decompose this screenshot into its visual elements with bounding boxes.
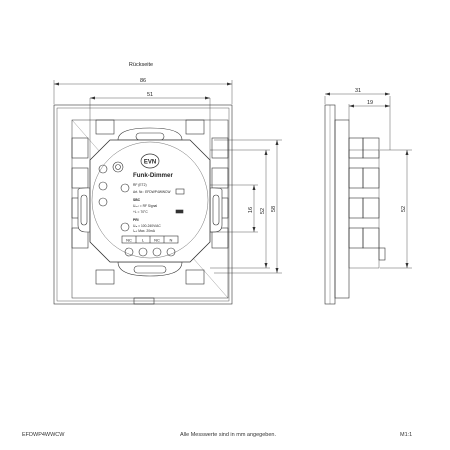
logo-text: EVN — [144, 160, 156, 166]
bottom-connector — [133, 297, 155, 305]
bracket-bottom-slot — [133, 265, 167, 274]
bracket-top-slot — [135, 132, 165, 141]
side-block-6 — [362, 167, 380, 189]
frame-inner — [56, 107, 230, 302]
module-line-1: RF (ET2) — [133, 183, 147, 187]
side-block-2 — [348, 167, 364, 189]
terminal-screw-1 — [124, 247, 134, 257]
screw-1 — [98, 164, 108, 174]
side-block-1 — [348, 137, 364, 159]
module-line-2: Art. Nr.: EFDWP4WWCW — [133, 190, 171, 194]
slot-left-1 — [71, 137, 89, 159]
slot-bottom-1 — [95, 269, 115, 285]
ear-right — [209, 187, 223, 233]
screw-3 — [98, 197, 108, 207]
logo-icon — [140, 153, 160, 169]
terminal-label-3: NC — [154, 238, 160, 243]
led-ring — [112, 161, 124, 173]
dim-side-52: 52 — [401, 206, 407, 212]
footer-note: Alle Messwerte sind in mm angegeben. — [180, 432, 276, 438]
ear-left-slot — [80, 194, 88, 226]
dim-51: 51 — [147, 92, 153, 98]
module-title: Funk-Dimmer — [133, 172, 173, 179]
side-plate — [334, 119, 350, 299]
side-arrowheads — [325, 92, 409, 268]
module-line-5: +L = 70°C — [133, 210, 148, 214]
dim-31: 31 — [355, 88, 361, 94]
arrowheads — [54, 82, 279, 273]
button-learn — [120, 183, 130, 193]
side-terminal — [378, 247, 386, 261]
slot-right-2 — [211, 167, 229, 189]
side-view — [324, 104, 386, 305]
module-line-6: PRI — [133, 218, 139, 222]
module-housing — [89, 139, 211, 263]
terminal-screw-4 — [166, 247, 176, 257]
slot-left-2 — [71, 167, 89, 189]
dim-86: 86 — [140, 78, 146, 84]
terminal-label-1: NC — [126, 238, 132, 243]
terminal-label-2: L — [142, 238, 145, 243]
symbol-bar — [175, 209, 184, 214]
module-line-3: SBC — [133, 198, 141, 202]
footer-article-number: EFDWP4WWCW — [22, 432, 65, 438]
terminal-screw-2 — [138, 247, 148, 257]
module-labels: EVN Funk-Dimmer RF (ET2) Art. Nr.: EFDWP… — [126, 153, 173, 243]
side-module — [348, 149, 380, 269]
front-view — [53, 104, 233, 305]
slot-bottom-2 — [185, 269, 205, 285]
button-program — [120, 222, 130, 232]
ear-left — [77, 187, 91, 233]
dim-58: 58 — [271, 206, 277, 212]
dim-52: 52 — [260, 208, 266, 214]
side-block-8 — [362, 227, 380, 249]
led — [115, 164, 121, 170]
side-block-4 — [348, 227, 364, 249]
side-dimensions — [324, 93, 412, 269]
terminal-screw-3 — [152, 247, 162, 257]
symbol-box — [175, 188, 185, 195]
side-block-3 — [348, 197, 364, 219]
slot-right-1 — [211, 137, 229, 159]
module-line-4: Uₒᵤₜ = RF Signal — [133, 204, 157, 208]
side-block-5 — [362, 137, 380, 159]
module-line-7: Uᵢₙ = 100-240V/AC — [133, 224, 161, 228]
module-circle — [91, 141, 209, 259]
ear-right-slot — [212, 194, 220, 226]
side-block-7 — [362, 197, 380, 219]
dim-16: 16 — [248, 207, 254, 213]
view-label: Rückseite — [129, 62, 153, 68]
dim-19: 19 — [367, 100, 373, 106]
screw-2 — [98, 181, 108, 191]
module-line-8: Iₒᵤₜ Max. 20mA — [133, 229, 156, 233]
footer-scale: M1:1 — [400, 432, 413, 438]
terminal-label-4: N — [170, 238, 173, 243]
front-dimensions — [53, 80, 282, 274]
slot-top-2 — [185, 119, 205, 135]
slot-top-1 — [95, 119, 115, 135]
